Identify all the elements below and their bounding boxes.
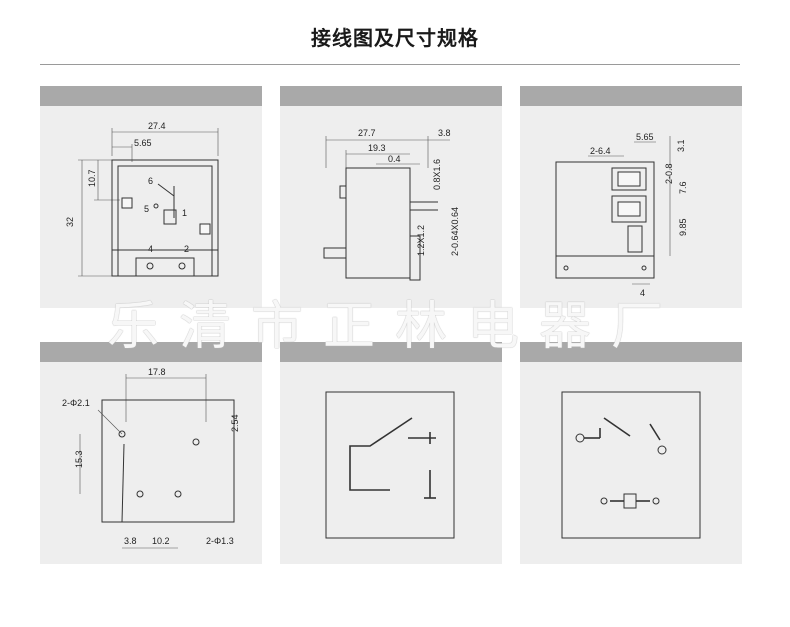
schematic-drawing	[561, 391, 701, 539]
pin-6-label: 6	[148, 176, 153, 186]
dim-inner-label: 5.65	[134, 138, 152, 148]
side-view-drawing: 27.7 3.8 19.3 0.4 0.8X1.6 1.2X1.2 2-0.64…	[323, 128, 460, 281]
top-view-drawing: 5.65 2-6.4 3.1 2-0.8 7.6 9.85 4	[555, 132, 688, 298]
dim-height-label: 15.3	[74, 450, 84, 468]
panel-front-view: 27.4 5.65 32 10.7 6 5 1 4 2	[40, 86, 262, 308]
panel-header-bar	[280, 86, 502, 106]
dim-inner-label: 19.3	[368, 143, 386, 153]
panel-header-bar	[280, 342, 502, 362]
dim-hole-small-label: 2-Φ1.3	[206, 536, 234, 546]
dim-term-b-label: 2-0.64X0.64	[450, 207, 460, 256]
dim-gap-label: 0.4	[388, 154, 401, 164]
pin-5-label: 5	[144, 204, 149, 214]
dim-top-label: 10.7	[87, 169, 97, 187]
dim-d1-label: 5.65	[636, 132, 654, 142]
dim-length-label: 27.7	[358, 128, 376, 138]
dim-d5-label: 7.6	[678, 181, 688, 194]
dim-width-label: 17.8	[148, 367, 166, 377]
dim-term-small-label: 0.8X1.6	[432, 159, 442, 190]
dim-height-label: 32	[65, 217, 75, 227]
panel-header-bar	[40, 86, 262, 106]
dim-d2-label: 2-6.4	[590, 146, 611, 156]
dim-d7-label: 4	[640, 288, 645, 298]
panel-header-bar	[40, 342, 262, 362]
dim-d6-label: 9.85	[678, 218, 688, 236]
dim-pitch-label: 2.54	[230, 414, 240, 432]
dim-left-label: 3.8	[124, 536, 137, 546]
pin-4-label: 4	[148, 244, 153, 254]
dim-term-a-label: 1.2X1.2	[416, 225, 426, 256]
dim-right-label: 3.8	[438, 128, 451, 138]
dim-width-label: 27.4	[148, 121, 166, 131]
panel-schematic-coil	[520, 342, 742, 564]
dim-d3-label: 3.1	[676, 139, 686, 152]
pin-2-label: 2	[184, 244, 189, 254]
front-view-drawing: 27.4 5.65 32 10.7 6 5 1 4 2	[65, 121, 219, 277]
title-divider	[40, 64, 740, 65]
panel-pcb-layout: 17.8 2-Φ2.1 2.54 15.3 3.8 10.2 2-Φ1.3	[40, 342, 262, 564]
panel-top-view: 5.65 2-6.4 3.1 2-0.8 7.6 9.85 4	[520, 86, 742, 308]
dim-d4-label: 2-0.8	[664, 163, 674, 184]
dim-hole-large-label: 2-Φ2.1	[62, 398, 90, 408]
pcb-layout-drawing: 17.8 2-Φ2.1 2.54 15.3 3.8 10.2 2-Φ1.3	[62, 367, 240, 549]
pin-1-label: 1	[182, 208, 187, 218]
panel-header-bar	[520, 86, 742, 106]
dim-spacing-label: 10.2	[152, 536, 170, 546]
panel-schematic-normally-open	[280, 342, 502, 564]
panel-side-view: 27.7 3.8 19.3 0.4 0.8X1.6 1.2X1.2 2-0.64…	[280, 86, 502, 308]
page-title: 接线图及尺寸规格	[311, 26, 479, 50]
panel-header-bar	[520, 342, 742, 362]
schematic-drawing	[325, 391, 455, 539]
